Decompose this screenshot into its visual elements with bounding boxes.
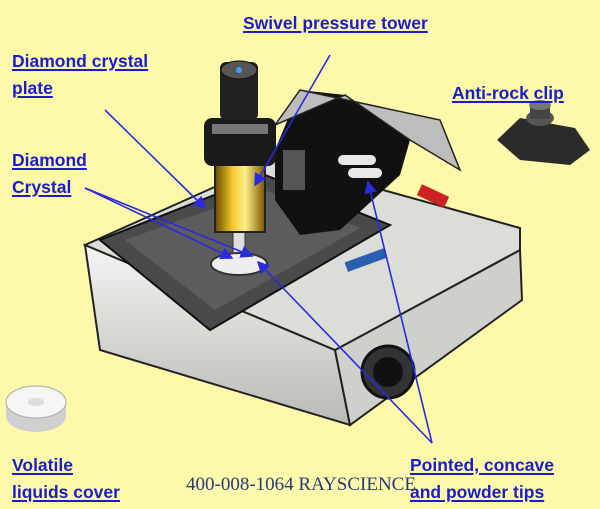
anti-rock-clip bbox=[497, 100, 590, 165]
label-diamond-crystal: Diamond Crystal bbox=[12, 147, 87, 201]
tower-arm bbox=[272, 89, 462, 235]
label-tips: Pointed, concave and powder tips bbox=[410, 452, 554, 506]
diamond-crystal bbox=[210, 252, 268, 276]
swivel-pressure-tower bbox=[204, 60, 276, 276]
label-line: Diamond crystal bbox=[12, 51, 149, 71]
watermark: 400-008-1064 RAYSCIENCE bbox=[186, 474, 416, 495]
label-text: Swivel pressure tower bbox=[243, 13, 428, 33]
label-text: Anti-rock clip bbox=[452, 83, 564, 103]
callout-arrows bbox=[84, 54, 433, 444]
label-line: Pointed, concave bbox=[410, 455, 554, 475]
thermo-logo bbox=[416, 184, 450, 208]
label-anti-rock-clip: Anti-rock clip bbox=[452, 80, 564, 107]
volatile-liquids-cover bbox=[5, 385, 67, 432]
label-diamond-crystal-plate: Diamond crystal plate bbox=[12, 48, 148, 102]
label-line: Crystal bbox=[12, 177, 72, 197]
label-line: and powder tips bbox=[410, 482, 545, 502]
label-line: liquids cover bbox=[12, 482, 120, 502]
label-swivel-pressure-tower: Swivel pressure tower bbox=[243, 10, 428, 37]
label-line: Volatile bbox=[12, 455, 73, 475]
label-line: plate bbox=[12, 78, 53, 98]
label-line: Diamond bbox=[12, 150, 87, 170]
label-volatile-liquids-cover: Volatile liquids cover bbox=[12, 452, 120, 506]
